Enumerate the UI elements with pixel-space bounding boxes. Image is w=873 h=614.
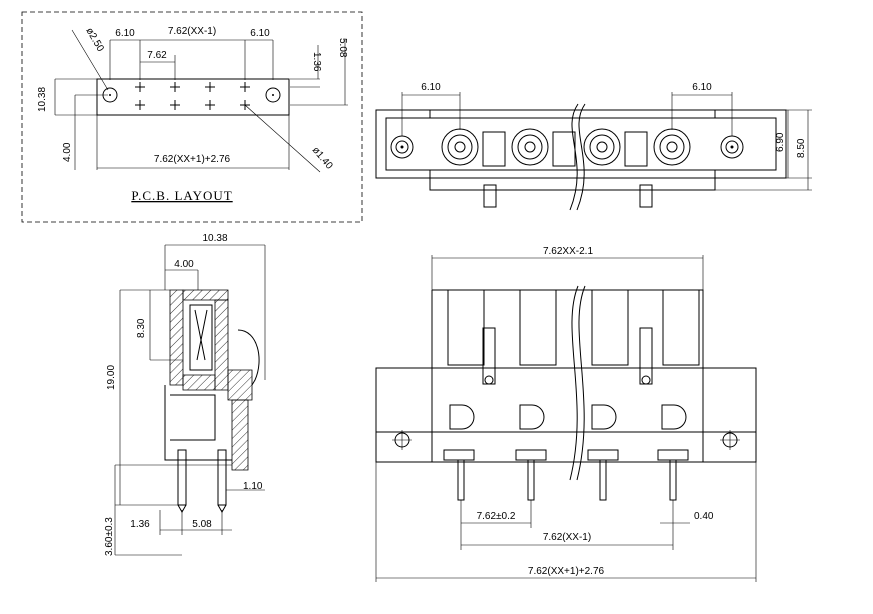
side-dim-10-38: 10.38	[202, 233, 227, 244]
pcb-dim-7-62: 7.62	[147, 50, 167, 61]
top-terminals	[441, 128, 691, 167]
front-dim-total: 7.62(XX+1)+2.76	[528, 566, 605, 577]
side-dim-4-00: 4.00	[174, 259, 194, 270]
side-dim-1-10: 1.10	[243, 481, 263, 492]
front-view: 7.62XX-2.1 7.62±0.2 0.40 7.62(XX-1) 7.62…	[375, 246, 757, 582]
front-dim-pitch: 7.62±0.2	[477, 511, 516, 522]
front-latches	[376, 404, 756, 433]
pcb-layout-panel: 6.10 7.62(XX-1) 6.10 7.62 1.36 5.08 ø2.5…	[21, 11, 363, 223]
pcb-dim-10-38: 10.38	[37, 87, 48, 112]
pcb-dim-pitch-xx: 7.62(XX-1)	[168, 26, 216, 37]
pcb-dim-phi-2-50: ø2.50	[83, 26, 106, 54]
front-dim-0-40: 0.40	[694, 511, 714, 522]
pcb-dim-6-10-b: 6.10	[250, 28, 270, 39]
front-housing-slots	[447, 289, 700, 366]
side-view: 10.38 4.00 8.30 19.00 1.10 1.36 5.08 3.6…	[104, 233, 266, 556]
front-screws	[482, 327, 653, 385]
front-dim-xx-1: 7.62(XX-1)	[543, 532, 591, 543]
top-dim-6-10-b: 6.10	[692, 82, 712, 93]
top-dim-6-90: 6.90	[775, 132, 786, 152]
pcb-dim-1-36: 1.36	[311, 52, 322, 72]
pcb-pin-grid	[135, 82, 250, 110]
pcb-layout-title: P.C.B. LAYOUT	[131, 188, 232, 203]
top-view: 6.10 6.10 6.90 8.50	[375, 82, 812, 211]
front-dim-top: 7.62XX-2.1	[543, 246, 593, 257]
pcb-frame	[21, 11, 363, 223]
side-dim-5-08: 5.08	[192, 519, 212, 530]
pcb-dim-5-08: 5.08	[337, 38, 348, 58]
side-dim-3-60: 3.60±0.3	[104, 517, 115, 556]
pcb-dim-6-10-a: 6.10	[115, 28, 135, 39]
front-pins	[443, 449, 689, 501]
pcb-dim-4-00: 4.00	[62, 142, 73, 162]
top-dim-8-50: 8.50	[796, 138, 807, 158]
top-dim-6-10-a: 6.10	[421, 82, 441, 93]
pcb-body	[96, 78, 290, 116]
pcb-dim-total: 7.62(XX+1)+2.76	[154, 154, 231, 165]
side-dim-1-36: 1.36	[130, 519, 150, 530]
side-dim-19-00: 19.00	[106, 365, 117, 390]
pcb-dim-phi-1-40: ø1.40	[310, 145, 335, 172]
side-dim-8-30: 8.30	[136, 318, 147, 338]
